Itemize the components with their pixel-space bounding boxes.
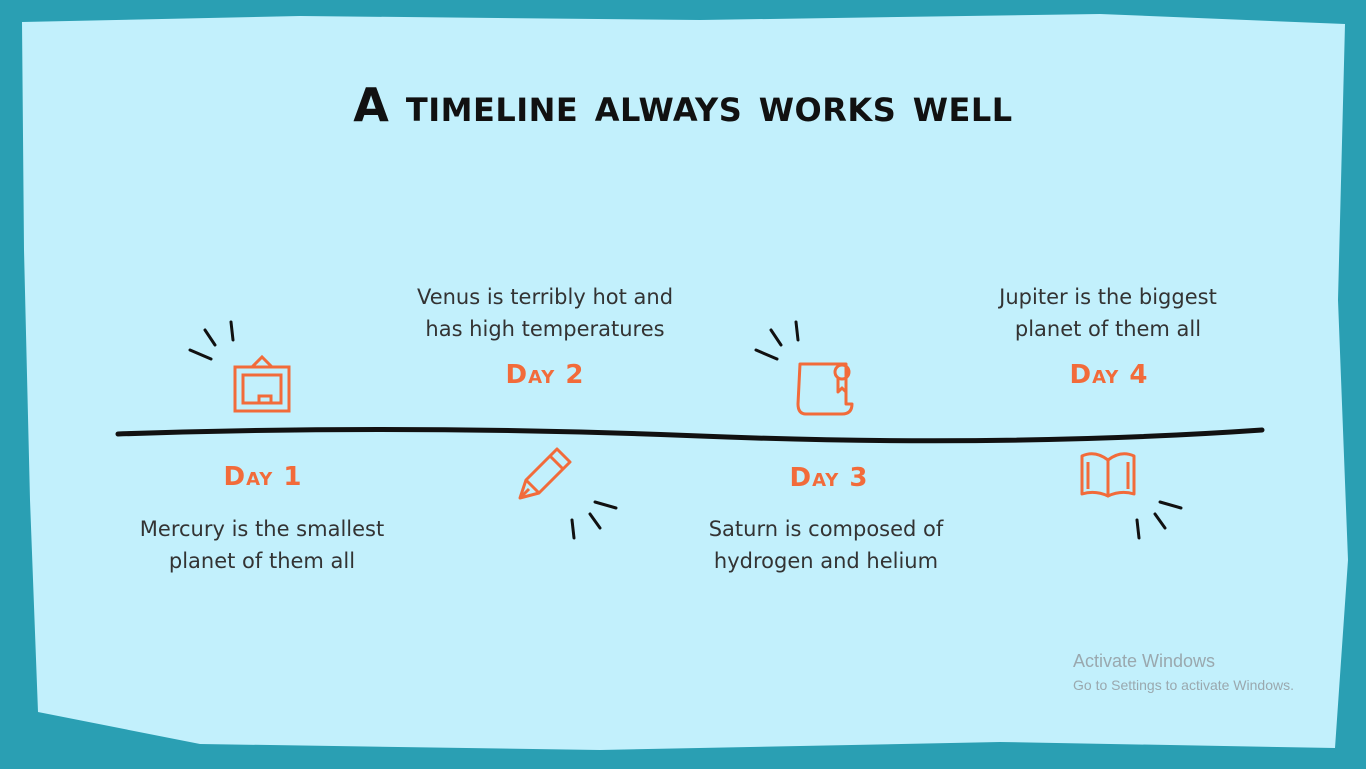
day-4-line-2: planet of them all [1014,317,1202,341]
sparkle-lines-4 [1135,500,1183,540]
timeline-line [115,426,1265,444]
certificate-scroll-icon [796,362,854,416]
day-3-label: Day 3 [789,463,869,493]
day-4-label: Day 4 [1069,360,1149,390]
day-4-line-1: Jupiter is the biggest [999,285,1217,309]
slide-panel [22,14,1348,750]
day-2-line-1: Venus is terribly hot and [416,285,674,309]
day-1-description: Mercury is the smallest planet of them a… [112,513,412,577]
day-1-line-2: planet of them all [168,549,356,573]
activate-windows-title: Activate Windows [1073,651,1216,671]
day-2-description: Venus is terribly hot and has high tempe… [395,281,695,345]
picture-frame-icon [233,354,291,413]
slide-title: A timeline always works well [353,78,1013,132]
sparkle-lines-3 [754,320,800,361]
pencil-icon [518,447,572,500]
sparkle-lines-1 [188,320,235,361]
sparkle-lines-2 [570,500,618,540]
day-4-description: Jupiter is the biggest planet of them al… [958,281,1258,345]
open-book-icon [1080,452,1136,498]
day-2-label: Day 2 [505,360,585,390]
day-1-label: Day 1 [223,462,303,492]
day-3-description: Saturn is composed of hydrogen and heliu… [676,513,976,577]
day-3-line-1: Saturn is composed of [708,517,944,541]
activate-windows-subtitle: Go to Settings to activate Windows. [1073,677,1294,693]
day-2-line-2: has high temperatures [425,317,665,341]
day-3-line-2: hydrogen and helium [713,549,939,573]
day-1-line-1: Mercury is the smallest [139,517,385,541]
